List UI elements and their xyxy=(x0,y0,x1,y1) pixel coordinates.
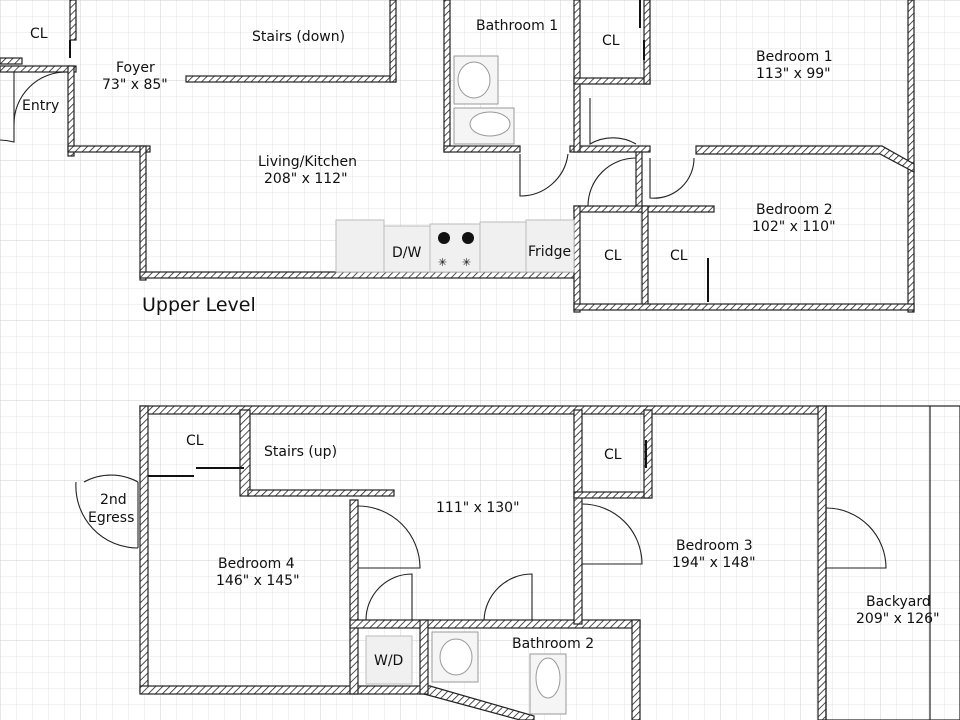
wall xyxy=(139,685,431,695)
wall xyxy=(573,303,915,311)
foyer-label: Foyer xyxy=(116,60,155,76)
dishwasher-label: D/W xyxy=(392,245,421,261)
wall xyxy=(239,409,251,497)
wall xyxy=(443,145,521,153)
wall xyxy=(0,65,77,73)
bedroom4-dimensions: 146" x 145" xyxy=(216,573,300,589)
counter xyxy=(479,221,527,273)
wall xyxy=(349,499,359,695)
backyard-dimensions: 209" x 126" xyxy=(856,611,940,627)
sink-basin xyxy=(439,638,473,676)
bedroom1-dimensions: 113" x 99" xyxy=(756,66,831,82)
backyard-outline xyxy=(825,405,960,720)
wall xyxy=(573,409,583,625)
wall xyxy=(635,151,643,213)
egress-label-line2: Egress xyxy=(88,510,134,526)
living-kitchen-label: Living/Kitchen xyxy=(258,154,357,170)
wall xyxy=(419,619,429,695)
closet-label: CL xyxy=(604,248,622,264)
door xyxy=(649,157,695,199)
foyer-dimensions: 73" x 85" xyxy=(102,77,168,93)
entry-label: Entry xyxy=(22,98,59,114)
dishwasher xyxy=(383,225,431,273)
sink-basin xyxy=(457,61,491,99)
bedroom3-dimensions: 194" x 148" xyxy=(672,555,756,571)
door xyxy=(589,98,637,145)
upper-level: ✳ ✳ CL Foyer 73" x 85" Entry Stairs (dow… xyxy=(0,0,915,316)
toilet-bowl xyxy=(535,657,561,699)
stove-burner xyxy=(438,232,450,244)
wall xyxy=(247,489,395,497)
wall xyxy=(573,491,651,499)
living-kitchen-dimensions: 208" x 112" xyxy=(264,171,348,187)
door xyxy=(519,153,569,197)
wall xyxy=(569,145,651,153)
stairs-up-label: Stairs (up) xyxy=(264,444,337,460)
stove-knob-icon: ✳ xyxy=(438,256,447,269)
bedroom2-dimensions: 102" x 110" xyxy=(752,219,836,235)
counter xyxy=(335,219,385,273)
closet-label: CL xyxy=(186,433,204,449)
wall xyxy=(139,405,149,693)
upper-level-title: Upper Level xyxy=(142,294,256,316)
backyard-door xyxy=(825,507,887,569)
entry-door-arc xyxy=(13,71,67,125)
lower-level: CL Stairs (up) 2nd Egress Bedroom 4 146"… xyxy=(75,405,960,720)
wall xyxy=(389,0,397,83)
wall xyxy=(443,0,451,153)
bedroom2-label: Bedroom 2 xyxy=(756,202,833,218)
closet-label: CL xyxy=(30,26,48,42)
closet-label: CL xyxy=(602,33,620,49)
bedroom4-label: Bedroom 4 xyxy=(218,556,295,572)
stairs-down-label: Stairs (down) xyxy=(252,29,345,45)
wall xyxy=(641,205,649,307)
wall xyxy=(69,0,77,41)
wall xyxy=(907,0,915,313)
wall xyxy=(349,619,641,629)
wall xyxy=(695,145,915,173)
wall xyxy=(573,0,581,153)
door xyxy=(357,505,421,569)
stove-knob-icon: ✳ xyxy=(462,256,471,269)
wall xyxy=(573,205,581,313)
door xyxy=(365,573,413,621)
wall xyxy=(67,145,151,153)
wall xyxy=(185,75,397,83)
washer-dryer xyxy=(365,635,413,685)
bathroom1-label: Bathroom 1 xyxy=(476,18,558,34)
wall xyxy=(643,409,653,499)
bathroom2-label: Bathroom 2 xyxy=(512,636,594,652)
wall xyxy=(0,57,23,65)
washer-dryer-label: W/D xyxy=(374,653,403,669)
bedroom1-label: Bedroom 1 xyxy=(756,49,833,65)
wall xyxy=(67,65,75,157)
wall xyxy=(631,619,641,720)
door xyxy=(483,573,533,621)
stove-burner xyxy=(462,232,474,244)
stove xyxy=(429,223,481,273)
door xyxy=(587,157,637,207)
egress-door-arc xyxy=(75,481,139,549)
wall xyxy=(139,271,581,279)
door xyxy=(581,503,643,565)
wall xyxy=(139,145,147,281)
fridge-label: Fridge xyxy=(528,244,571,260)
wall xyxy=(817,405,827,720)
closet-label: CL xyxy=(604,447,622,463)
egress-label-line1: 2nd xyxy=(100,492,127,508)
fridge xyxy=(525,219,575,273)
closet-label: CL xyxy=(670,248,688,264)
wall xyxy=(573,77,651,85)
entry-door xyxy=(0,72,15,143)
hall-dimensions: 111" x 130" xyxy=(436,500,520,516)
backyard-label: Backyard xyxy=(866,594,931,610)
toilet-bowl xyxy=(469,111,511,137)
egress-door xyxy=(83,474,139,483)
bedroom3-label: Bedroom 3 xyxy=(676,538,753,554)
